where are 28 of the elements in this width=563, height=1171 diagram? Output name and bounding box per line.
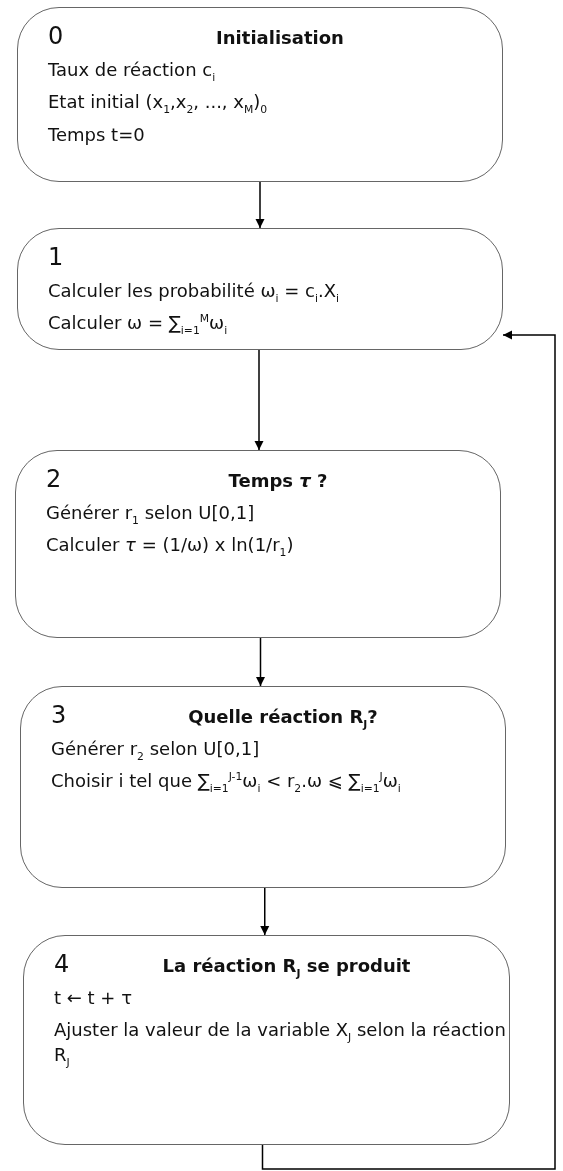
step-number: 0 bbox=[48, 22, 65, 50]
step-text: Générer r$_{2}$ selon U[0,1] bbox=[51, 737, 261, 762]
arrow bbox=[255, 181, 265, 229]
step-text: Temps t=0 bbox=[48, 122, 146, 147]
step-text: Ajuster la valeur de la variable X$_{J}$ selon la réaction R$_{J}$ bbox=[54, 1018, 507, 1067]
arrow bbox=[254, 349, 264, 451]
step-text: t ← t + τ bbox=[54, 986, 133, 1010]
process-box bbox=[17, 228, 503, 350]
step-heading: Temps τ ? bbox=[227, 470, 329, 491]
step-number: 4 bbox=[54, 950, 71, 978]
arrow bbox=[260, 887, 270, 936]
step-text: Choisir i tel que ∑$_{i=1}$$^{J-1}$ω$_{i}$ < r$_{2}$.ω ⩽ ∑$_{i=1}$$^{J}$ω$_{i}$ bbox=[51, 769, 402, 794]
step-number: 2 bbox=[46, 465, 63, 493]
step-text: Générer r$_{1}$ selon U[0,1] bbox=[46, 501, 256, 526]
arrow bbox=[261, 330, 556, 1170]
step-text: Calculer τ = (1/ω) x ln(1/r$_{1}$) bbox=[46, 533, 295, 558]
step-number: 3 bbox=[51, 701, 68, 729]
process-box bbox=[17, 7, 503, 182]
arrow bbox=[256, 637, 265, 687]
process-box bbox=[23, 935, 510, 1145]
step-text: Etat initial (x$_{1}$,x$_{2}$, ..., x$_{M}$)$_{0}$ bbox=[48, 90, 269, 115]
step-text: Calculer ω = ∑$_{i=1}$$^{M}$ω$_{i}$ bbox=[48, 311, 229, 336]
step-number: 1 bbox=[48, 243, 65, 271]
step-heading: Initialisation bbox=[215, 27, 345, 48]
step-text: Calculer les probabilité ω$_{i}$ = c$_{i}$.X$_{i}$ bbox=[48, 279, 340, 304]
process-box bbox=[15, 450, 501, 638]
step-text: Taux de réaction c$_{i}$ bbox=[48, 58, 217, 83]
process-box bbox=[20, 686, 506, 888]
